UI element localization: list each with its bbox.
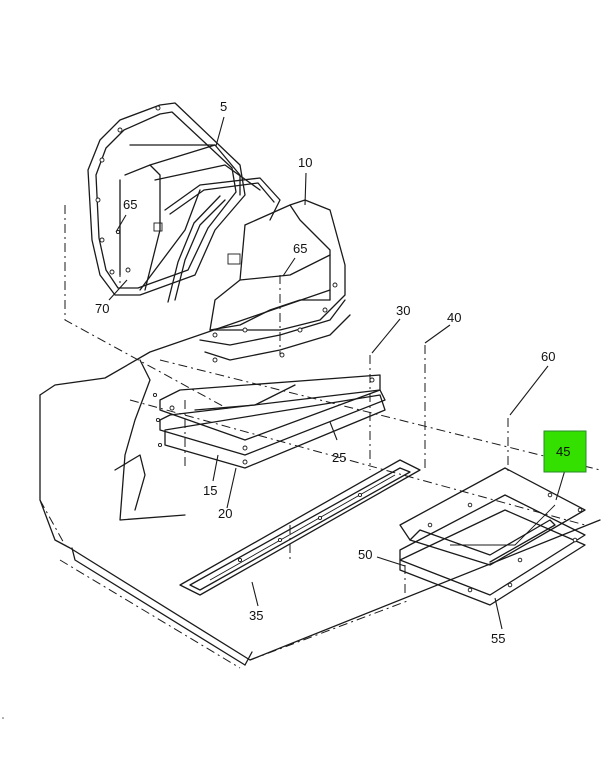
callout-50: 50: [358, 547, 372, 562]
callout-30: 30: [396, 303, 410, 318]
callout-45: 45: [556, 444, 570, 459]
callout-25: 25: [332, 450, 346, 465]
access-cover-plate: [399, 467, 586, 606]
seat-riser-panel: [159, 374, 386, 469]
cab-floor-outline: [39, 289, 601, 669]
floor-rail-plate: [179, 459, 421, 596]
callout-45-highlight: [543, 430, 587, 473]
callout-labels: 5 10 15 20 25 30 35 40 45 50 55 60 65 65…: [95, 99, 570, 646]
callout-5: 5: [220, 99, 227, 114]
wheel-housing-panel: [87, 102, 261, 296]
callout-20: 20: [218, 506, 232, 521]
seal-strip: [164, 177, 281, 303]
callout-15: 15: [203, 483, 217, 498]
callout-65-right: 65: [293, 241, 307, 256]
callout-60: 60: [541, 349, 555, 364]
callout-40: 40: [447, 310, 461, 325]
leader-lines: [108, 116, 566, 630]
side-wall: [114, 359, 186, 521]
seat-riser-housing: [199, 199, 351, 363]
callout-65-left: 65: [123, 197, 137, 212]
alignment-lines: [64, 205, 509, 595]
callout-10: 10: [298, 155, 312, 170]
stray-mark: [2, 717, 4, 719]
callout-55: 55: [491, 631, 505, 646]
callout-35: 35: [249, 608, 263, 623]
callout-70: 70: [95, 301, 109, 316]
